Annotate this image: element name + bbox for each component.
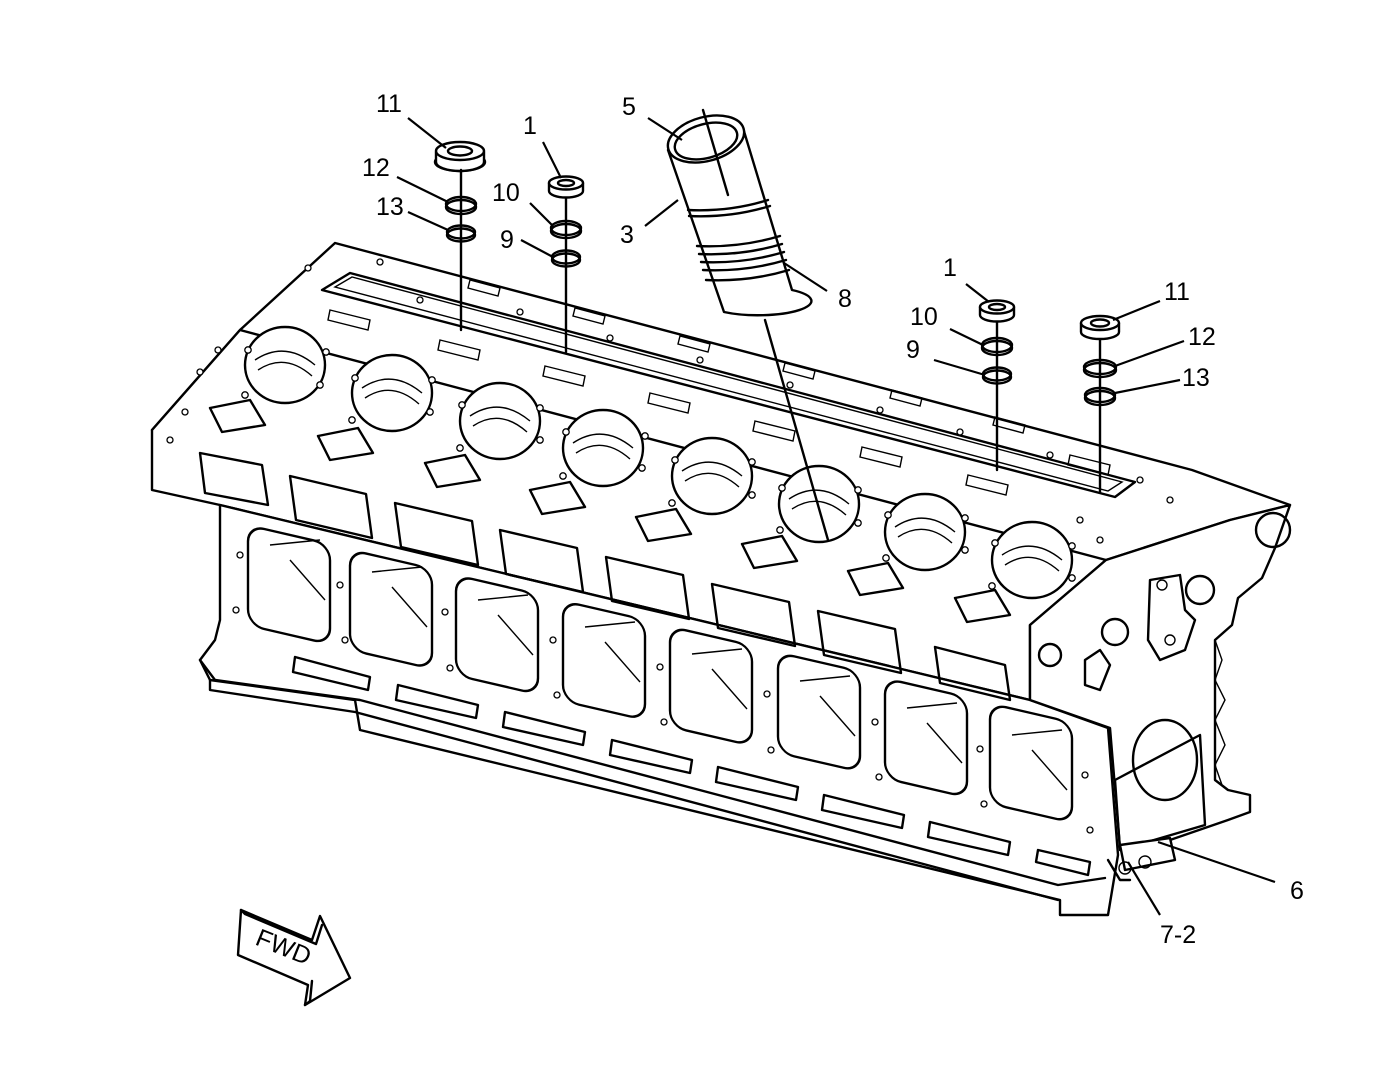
callout-3: 3 (620, 221, 634, 249)
callout-12-right: 12 (1188, 323, 1216, 351)
fwd-arrow: FWD (236, 908, 352, 1007)
callout-6: 6 (1290, 877, 1304, 905)
callout-9-left: 9 (500, 226, 514, 254)
top-deck-pads (327, 279, 1111, 496)
cylinder-bore-4 (561, 408, 645, 488)
cylinder-bore-2 (350, 353, 434, 433)
flywheel-bore (1131, 718, 1199, 802)
plug-11-right (1079, 314, 1121, 341)
hand-hole-pads (198, 451, 1012, 702)
cylinder-bore-6 (777, 464, 861, 544)
callout-12-left: 12 (362, 154, 390, 182)
cylinder-bore-7 (883, 492, 967, 572)
left-group-parts (433, 140, 585, 354)
cylinder-bores (243, 325, 1074, 600)
cylinder-liner (666, 108, 830, 542)
crankcase-openings (246, 527, 1074, 821)
rail-pads (291, 655, 1092, 877)
cylinder-bore-5 (670, 436, 754, 516)
plug-1-right (978, 299, 1016, 323)
callout-7-2: 7-2 (1160, 921, 1196, 949)
callout-5: 5 (622, 93, 636, 121)
callout-13-right: 13 (1182, 364, 1210, 392)
callout-9-right: 9 (906, 336, 920, 364)
plug-11-left (433, 140, 487, 173)
callout-13-left: 13 (376, 193, 404, 221)
leader-lines (396, 117, 1276, 916)
deck-bolt-holes (166, 258, 1174, 834)
callout-10-right: 10 (910, 303, 938, 331)
callout-labels: 11 12 13 1 10 9 5 3 8 1 10 9 11 12 13 6 … (362, 90, 1304, 949)
callout-1-right: 1 (943, 254, 957, 282)
cylinder-bore-8 (990, 520, 1074, 600)
plug-1-left (547, 175, 585, 199)
callout-11-right: 11 (1164, 278, 1190, 306)
bank-face-slots (208, 398, 1012, 624)
cylinder-bore-1 (243, 325, 327, 405)
callout-8: 8 (838, 285, 852, 313)
callout-1-left: 1 (523, 112, 537, 140)
cylinder-bore-3 (458, 381, 542, 461)
right-group-parts (978, 299, 1121, 494)
callout-10-left: 10 (492, 179, 520, 207)
block-top-gallery (320, 271, 1137, 499)
callout-11-left: 11 (376, 90, 402, 118)
